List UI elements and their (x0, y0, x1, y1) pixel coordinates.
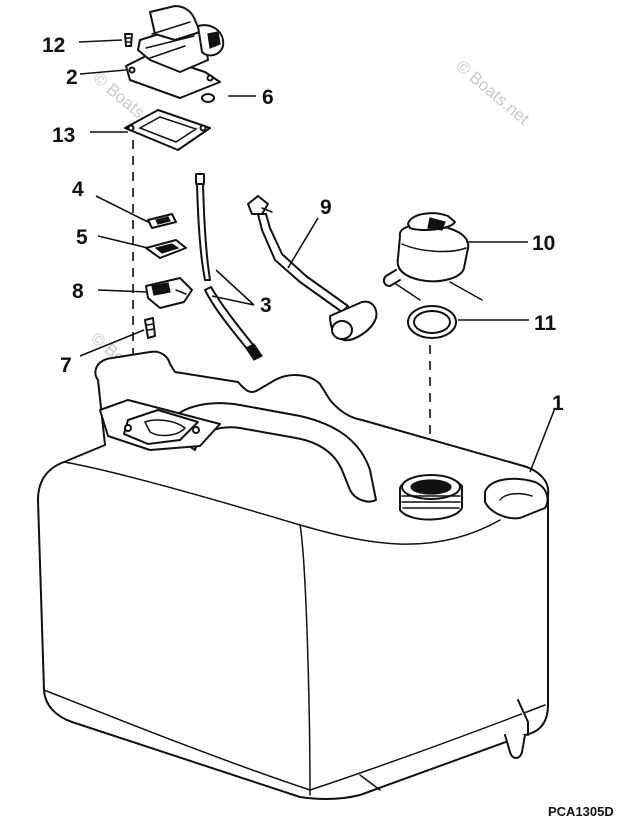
screw-12 (124, 33, 133, 47)
fuel-connector (125, 5, 225, 99)
callout-2: 2 (66, 66, 78, 89)
callout-4: 4 (72, 178, 84, 201)
fuel-tank (37, 350, 550, 801)
callout-10: 10 (532, 232, 555, 255)
callout-13: 13 (52, 124, 75, 147)
callouts: 12 2 6 13 4 5 8 7 3 9 10 11 1 (42, 34, 564, 415)
gasket-13 (124, 109, 211, 151)
callout-7: 7 (60, 354, 72, 377)
screw-7 (144, 317, 156, 339)
o-ring-6 (201, 93, 215, 103)
callout-11: 11 (534, 312, 557, 335)
callout-3: 3 (260, 294, 272, 317)
figure-code: PCA1305D (548, 804, 614, 819)
clip-4 (147, 213, 177, 229)
gauge-9 (247, 195, 378, 342)
callout-9: 9 (320, 196, 332, 219)
callout-8: 8 (72, 280, 84, 303)
watermark: © Boats.net (452, 57, 533, 129)
gasket-ring-11 (407, 305, 457, 339)
seal-5 (145, 239, 187, 259)
leader-lines (78, 39, 556, 473)
valve-8 (145, 277, 193, 309)
filler-cap-10 (382, 212, 470, 287)
callout-12: 12 (42, 34, 65, 57)
callout-6: 6 (262, 86, 274, 109)
callout-1: 1 (552, 392, 564, 415)
hose-3 (195, 173, 263, 361)
callout-5: 5 (76, 226, 88, 249)
